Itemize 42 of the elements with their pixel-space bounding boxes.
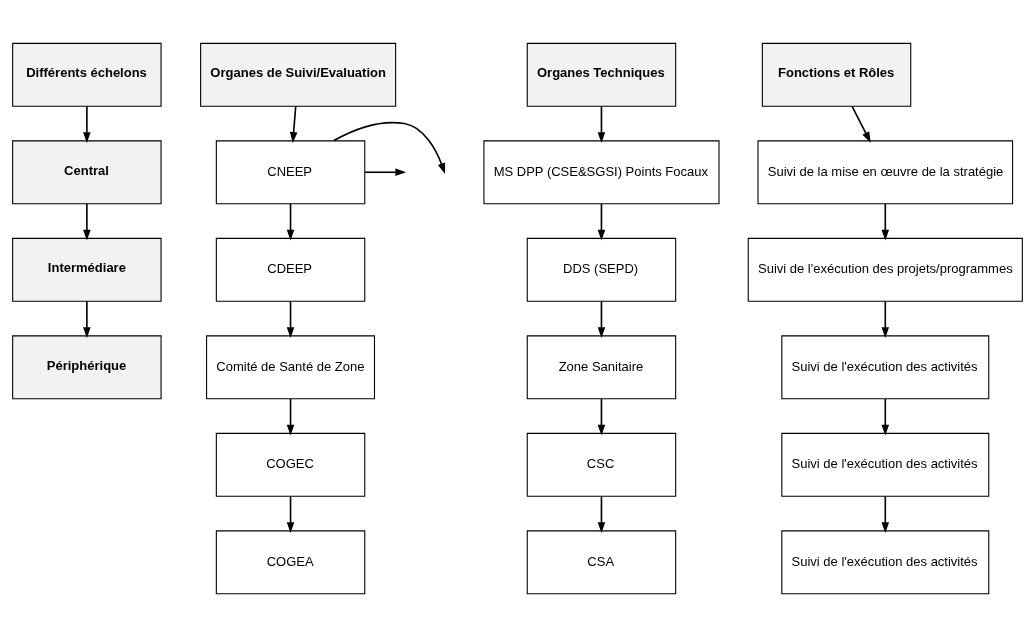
arrow: [881, 202, 890, 240]
arrow: [83, 202, 91, 240]
node-box: Périphérique: [12, 334, 162, 399]
node-box: MS DPP (CSE&SGSI) Points Focaux: [483, 139, 720, 204]
node-box: CDEEP: [215, 237, 366, 302]
node-box: Organes de Suivi/Evaluation: [200, 42, 397, 107]
node-box: Suivi de l'exécution des activités: [781, 529, 990, 594]
arrow: [881, 397, 890, 435]
node-box: Zone Sanitaire: [526, 334, 677, 399]
arrow: [881, 495, 890, 533]
arrow: [286, 202, 295, 240]
arrow: [364, 167, 407, 176]
node-box: Suivi de l'exécution des activités: [781, 432, 990, 497]
node-box: CSA: [526, 529, 677, 594]
arrow: [597, 202, 606, 240]
node-box: Suivi de la mise en œuvre de la stratégie: [757, 139, 1014, 204]
arrow: [881, 300, 890, 338]
node-box: Comité de Santé de Zone: [206, 334, 376, 399]
arrow: [597, 397, 606, 435]
node-box: Organes Techniques: [526, 42, 677, 107]
node-box: Central: [12, 139, 162, 204]
node-box: CNEEP: [215, 139, 366, 204]
arrow: [333, 121, 446, 174]
arrow: [286, 397, 295, 435]
arrow: [289, 105, 298, 143]
node-box: Intermédiare: [12, 237, 162, 302]
node-box: Suivi de l'exécution des activités: [781, 334, 990, 399]
node-box: CSC: [526, 432, 677, 497]
arrow: [286, 495, 295, 533]
arrow: [83, 105, 91, 143]
arrow: [597, 495, 606, 533]
node-box: Suivi de l'exécution des projets/programmes: [747, 237, 1023, 302]
node-box: COGEC: [215, 432, 366, 497]
node-box: DDS (SEPD): [526, 237, 677, 302]
node-box: COGEA: [215, 529, 366, 594]
arrow: [597, 300, 606, 338]
arrow: [851, 105, 871, 143]
arrow: [83, 300, 91, 338]
arrow: [286, 300, 295, 338]
node-box: Différents échelons: [12, 42, 162, 107]
arrow: [597, 105, 606, 143]
node-box: Fonctions et Rôles: [761, 42, 912, 107]
